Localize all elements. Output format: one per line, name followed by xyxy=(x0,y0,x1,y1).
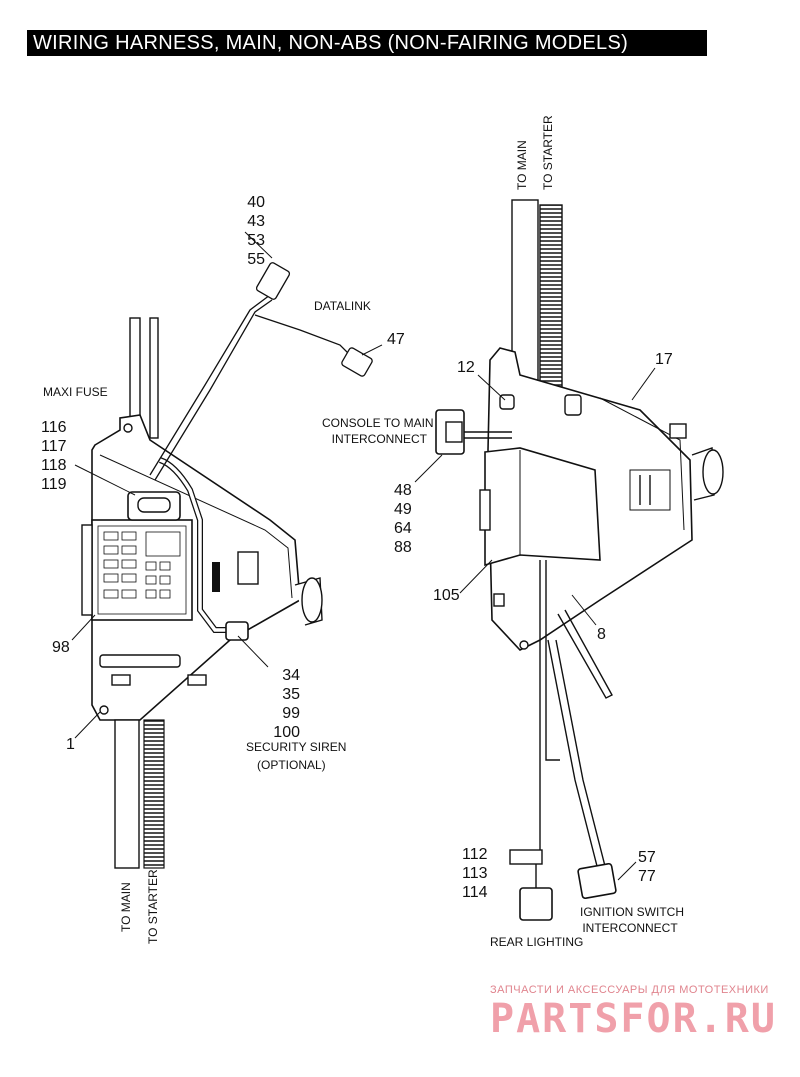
callout-48-group: 48 49 64 88 xyxy=(394,481,412,557)
rear-lighting-label: REAR LIGHTING xyxy=(490,935,584,949)
callout-116-group: 116 117 118 119 xyxy=(41,418,67,494)
callout-8: 8 xyxy=(597,626,606,643)
console-to-main-label: CONSOLE TO MAIN INTERCONNECT xyxy=(322,415,434,447)
callout-113: 113 xyxy=(462,865,488,882)
callout-105: 105 xyxy=(433,587,460,604)
watermark-tagline: ЗАПЧАСТИ И АКСЕССУАРЫ ДЛЯ МОТОТЕХНИКИ xyxy=(490,984,769,996)
callout-35: 35 xyxy=(282,686,300,703)
callout-48: 48 xyxy=(394,482,412,499)
maxi-fuse-label: MAXI FUSE xyxy=(43,385,108,399)
callout-49: 49 xyxy=(394,501,412,518)
callout-43: 43 xyxy=(247,213,265,230)
left-harness-assembly xyxy=(81,317,323,869)
page-title: WIRING HARNESS, MAIN, NON-ABS (NON-FAIRI… xyxy=(27,30,707,56)
callout-99: 99 xyxy=(282,705,300,722)
security-siren-label: SECURITY SIREN xyxy=(246,740,347,754)
callout-119: 119 xyxy=(41,476,67,493)
callout-88: 88 xyxy=(394,539,412,556)
callout-55: 55 xyxy=(247,251,265,268)
callout-114: 114 xyxy=(462,884,488,901)
callout-118: 118 xyxy=(41,457,67,474)
left-to-starter-label: TO STARTER xyxy=(146,869,160,944)
callout-47: 47 xyxy=(387,331,405,348)
watermark-logo: PARTSFOR.RU xyxy=(490,996,777,1042)
callout-112-group: 112 113 114 xyxy=(462,845,488,902)
right-to-main-label: TO MAIN xyxy=(515,140,529,190)
ignition-switch-line1: IGNITION SWITCH xyxy=(580,905,684,919)
ignition-switch-label: IGNITION SWITCH INTERCONNECT xyxy=(580,904,684,936)
callout-40: 40 xyxy=(247,194,265,211)
callout-77: 77 xyxy=(638,868,656,885)
callout-116: 116 xyxy=(41,419,67,436)
callout-17: 17 xyxy=(655,351,673,368)
callout-40-group: 40 43 53 55 xyxy=(217,193,265,269)
callout-117: 117 xyxy=(41,438,67,455)
callout-57-group: 57 77 xyxy=(638,848,656,886)
console-to-main-line2: INTERCONNECT xyxy=(331,432,427,446)
callout-34: 34 xyxy=(282,667,300,684)
callout-100: 100 xyxy=(273,724,300,741)
optional-label: (OPTIONAL) xyxy=(257,758,326,772)
callout-64: 64 xyxy=(394,520,412,537)
leader-lines xyxy=(71,231,656,881)
callout-112: 112 xyxy=(462,846,488,863)
ignition-switch-line2: INTERCONNECT xyxy=(582,921,678,935)
callout-98: 98 xyxy=(52,639,70,656)
callout-1: 1 xyxy=(66,736,75,753)
console-to-main-line1: CONSOLE TO MAIN xyxy=(322,416,434,430)
callout-12: 12 xyxy=(457,359,475,376)
callout-34-group: 34 35 99 100 xyxy=(262,666,300,742)
datalink-label: DATALINK xyxy=(314,299,371,313)
left-to-main-label: TO MAIN xyxy=(119,882,133,932)
right-to-starter-label: TO STARTER xyxy=(541,115,555,190)
right-harness-assembly xyxy=(435,199,724,921)
datalink-wires xyxy=(149,262,373,481)
callout-53: 53 xyxy=(247,232,265,249)
callout-57: 57 xyxy=(638,849,656,866)
